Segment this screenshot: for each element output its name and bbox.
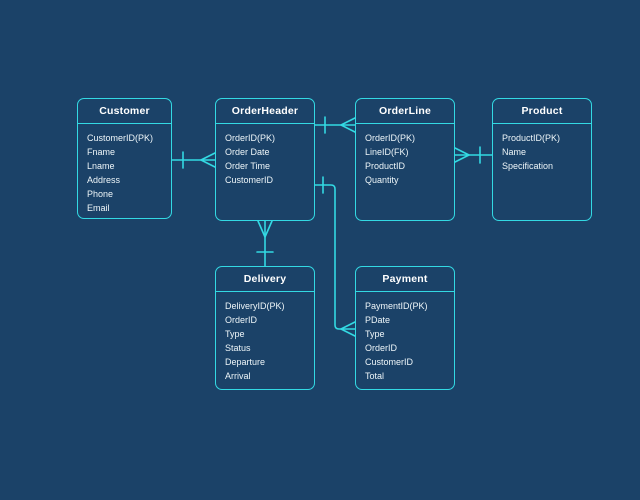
entity-field-list: OrderID(PK) LineID(FK) ProductID Quantity	[356, 124, 454, 187]
field-row: Lname	[87, 161, 115, 171]
entity-title: Customer	[78, 99, 171, 124]
field-row: PaymentID(PK)	[365, 301, 428, 311]
relationship-orderheader-payment[interactable]	[314, 176, 356, 337]
entity-title: OrderHeader	[216, 99, 314, 124]
field-row: Name	[502, 147, 527, 157]
entity-orderline[interactable]: OrderLine OrderID(PK) LineID(FK) ProductID…	[355, 98, 455, 221]
field-row: Total	[365, 371, 385, 381]
crows-foot-many-marker	[340, 117, 356, 133]
crows-foot-many-marker	[200, 152, 216, 168]
field-row: Quantity	[365, 175, 399, 185]
field-row: Departure	[225, 357, 266, 367]
field-row: Email	[87, 203, 110, 213]
field-row: Fname	[87, 147, 116, 157]
relationship-product-orderline[interactable]	[454, 146, 493, 164]
relationship-orderheader-orderline[interactable]	[314, 116, 356, 134]
relationship-orderheader-delivery[interactable]	[256, 220, 274, 267]
field-row: PDate	[365, 315, 391, 325]
field-row: CustomerID	[225, 175, 274, 185]
field-row: Phone	[87, 189, 114, 199]
field-row: Order Time	[225, 161, 271, 171]
field-row: Type	[225, 329, 245, 339]
field-row: OrderID	[225, 315, 258, 325]
entity-title: Delivery	[216, 267, 314, 292]
field-row: CustomerID(PK)	[87, 133, 154, 143]
field-row: DeliveryID(PK)	[225, 301, 285, 311]
field-row: LineID(FK)	[365, 147, 409, 157]
crows-foot-many-marker	[257, 220, 273, 238]
field-row: OrderID(PK)	[225, 133, 276, 143]
crows-foot-many-marker	[340, 321, 356, 337]
entity-title: OrderLine	[356, 99, 454, 124]
field-row: OrderID	[365, 343, 398, 353]
connector-line	[314, 184, 356, 330]
field-row: Arrival	[225, 371, 251, 381]
field-row: ProductID	[365, 161, 406, 171]
entity-title: Product	[493, 99, 591, 124]
field-row: Type	[365, 329, 385, 339]
field-row: CustomerID	[365, 357, 414, 367]
relationship-customer-orderheader[interactable]	[171, 151, 216, 169]
field-row: Order Date	[225, 147, 270, 157]
field-row: ProductID(PK)	[502, 133, 561, 143]
field-row: OrderID(PK)	[365, 133, 416, 143]
field-row: Specification	[502, 161, 554, 171]
field-row: Address	[87, 175, 121, 185]
crows-foot-many-marker	[454, 147, 470, 163]
entity-title: Payment	[356, 267, 454, 292]
field-row: Status	[225, 343, 251, 353]
